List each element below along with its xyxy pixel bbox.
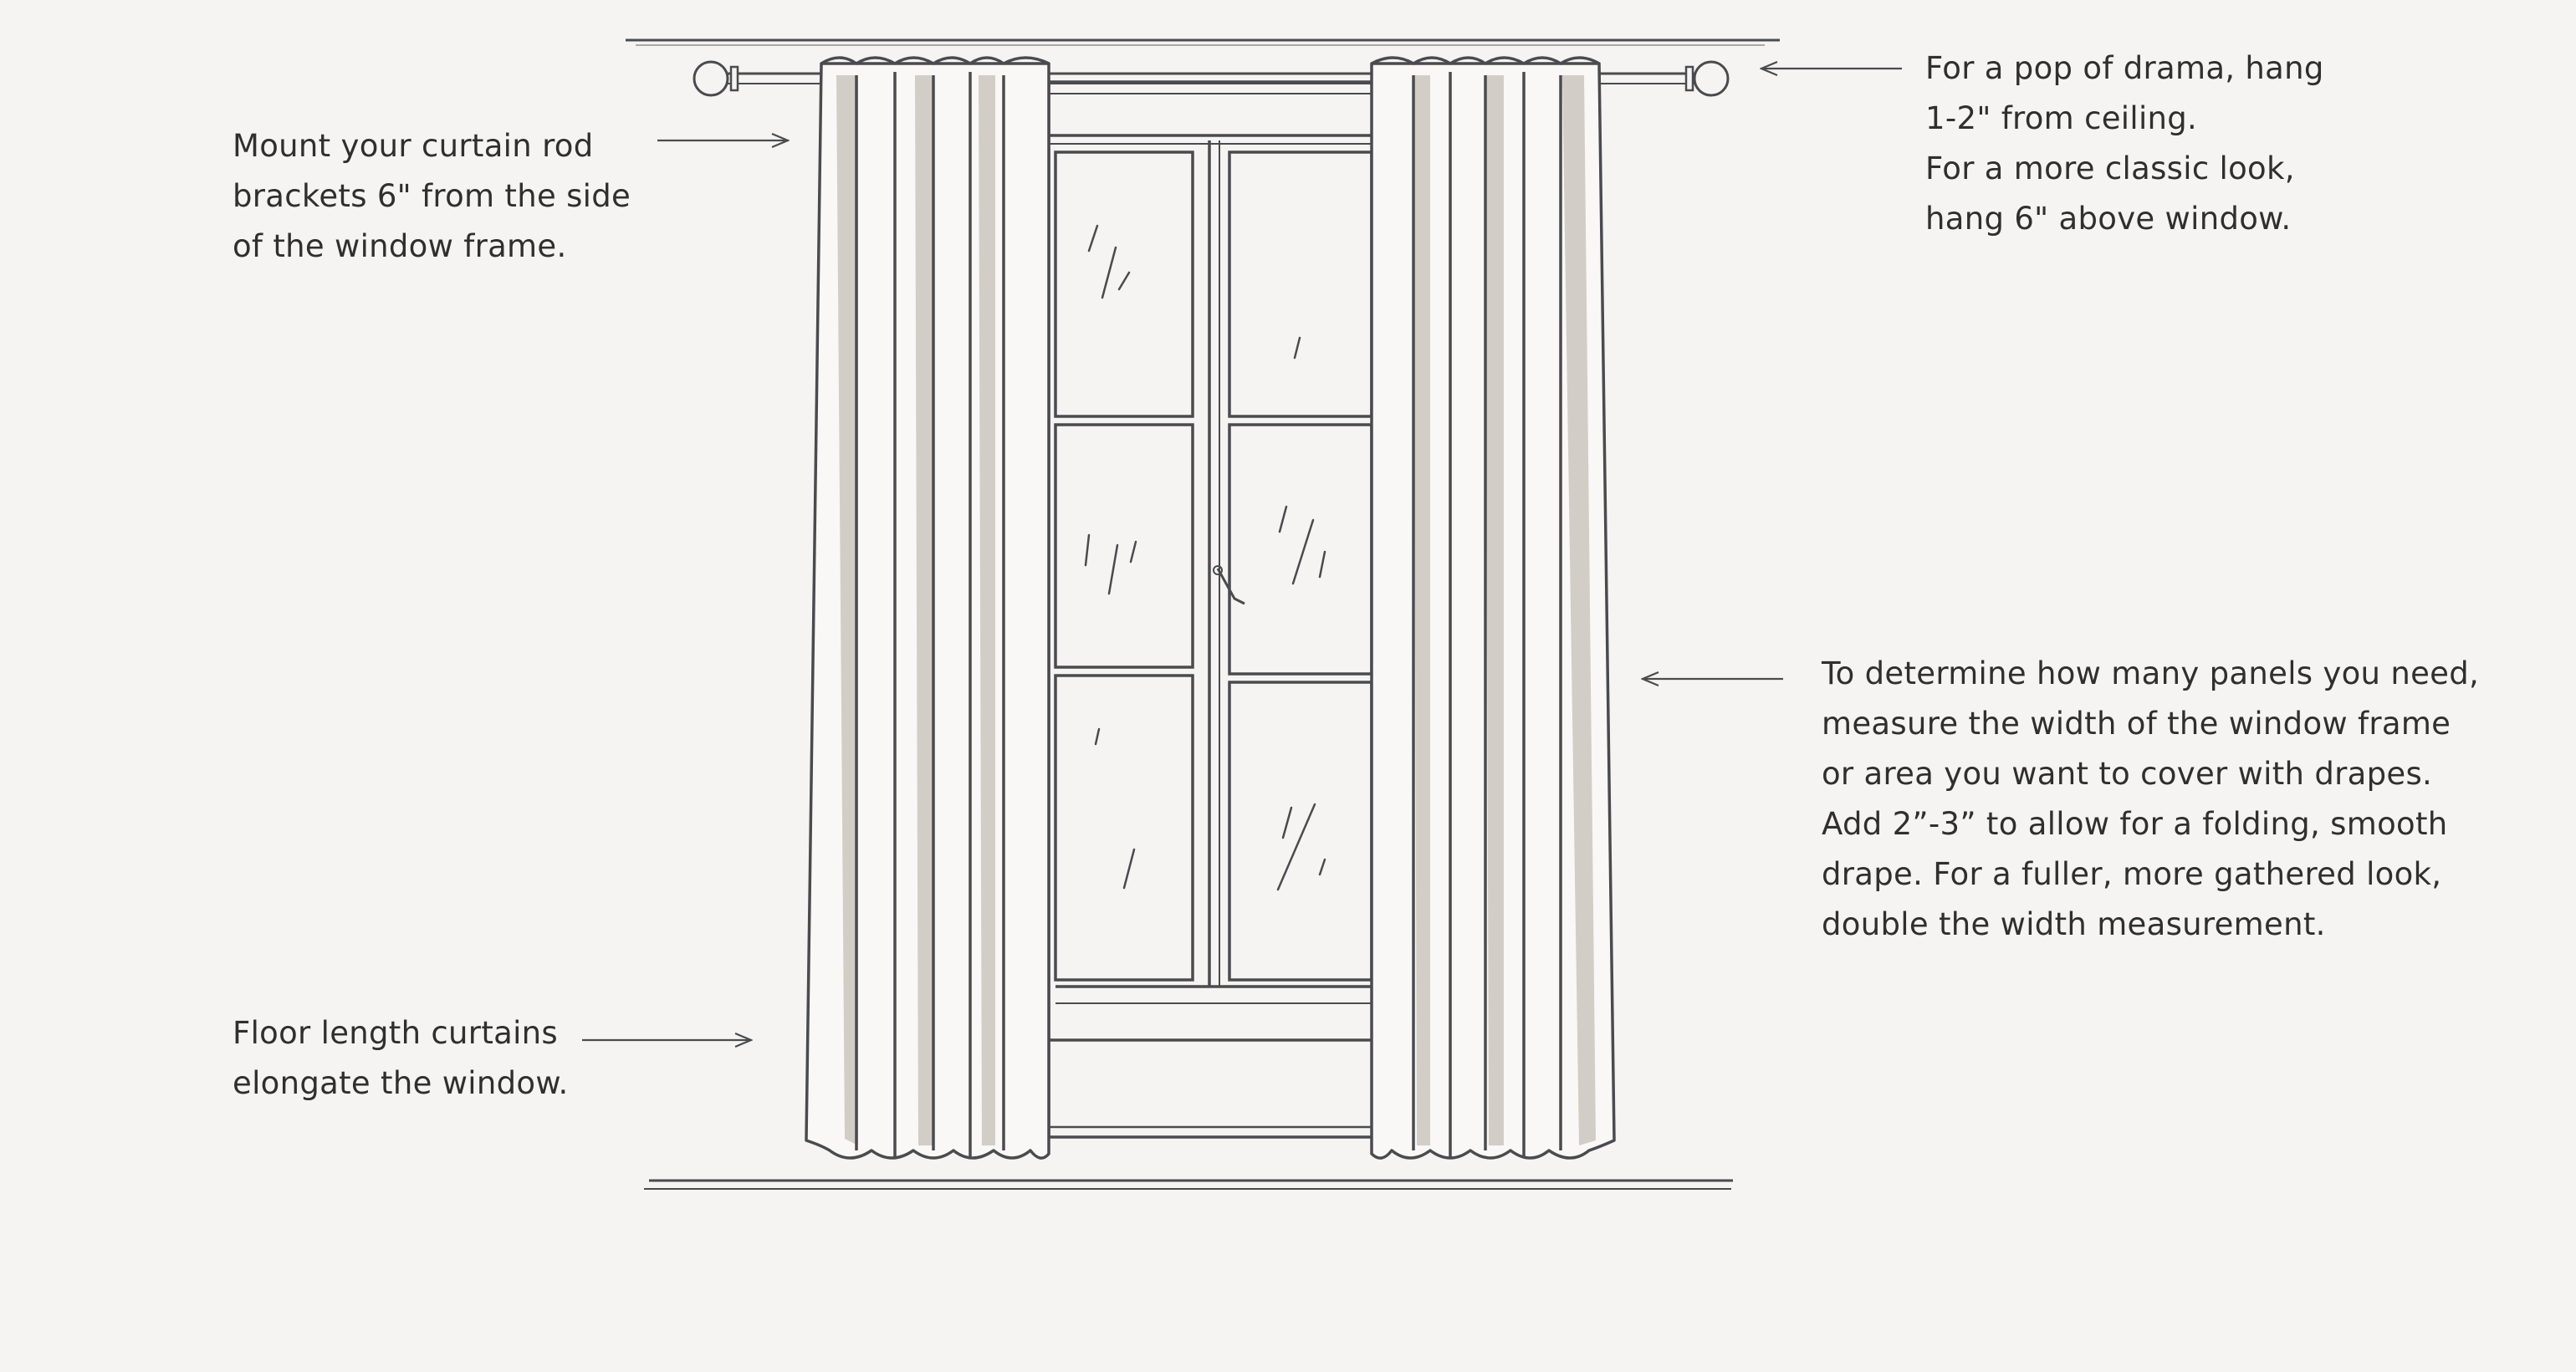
curtain-panel-right [1370,56,1616,1160]
note-line: Floor length curtains [233,1015,559,1051]
note-line: For a pop of drama, hang [1925,50,2324,86]
note-line: double the width measurement. [1822,906,2326,942]
note-line: elongate the window. [233,1065,569,1101]
floor-line [644,1179,1733,1190]
glass-reflections [1084,224,1326,891]
window [1047,80,1378,1139]
note-line: For a more classic look, [1925,150,2295,186]
note-floor-length: Floor length curtains elongate the windo… [233,1008,569,1109]
note-line: or area you want to cover with drapes. [1822,756,2433,792]
pointer-arrows [582,69,1902,1040]
curtain-panel-left [805,56,1050,1160]
note-bracket-placement: Mount your curtain rod brackets 6" from … [233,121,631,272]
note-rod-height: For a pop of drama, hang 1-2" from ceili… [1925,43,2324,244]
note-line: Mount your curtain rod [233,128,594,164]
rod-finial-right [1693,60,1730,97]
rod-finial-left [693,60,729,97]
note-line: Add 2”-3” to allow for a folding, smooth [1822,806,2448,842]
note-line: 1-2" from ceiling. [1925,100,2198,136]
note-panel-width: To determine how many panels you need, m… [1822,649,2479,950]
note-line: brackets 6" from the side [233,178,631,214]
note-line: measure the width of the window frame [1822,706,2451,742]
note-line: To determine how many panels you need, [1822,655,2480,691]
ceiling-line [626,38,1780,46]
note-line: drape. For a fuller, more gathered look, [1822,856,2442,892]
note-line: of the window frame. [233,228,567,264]
note-line: hang 6" above window. [1925,201,2292,237]
